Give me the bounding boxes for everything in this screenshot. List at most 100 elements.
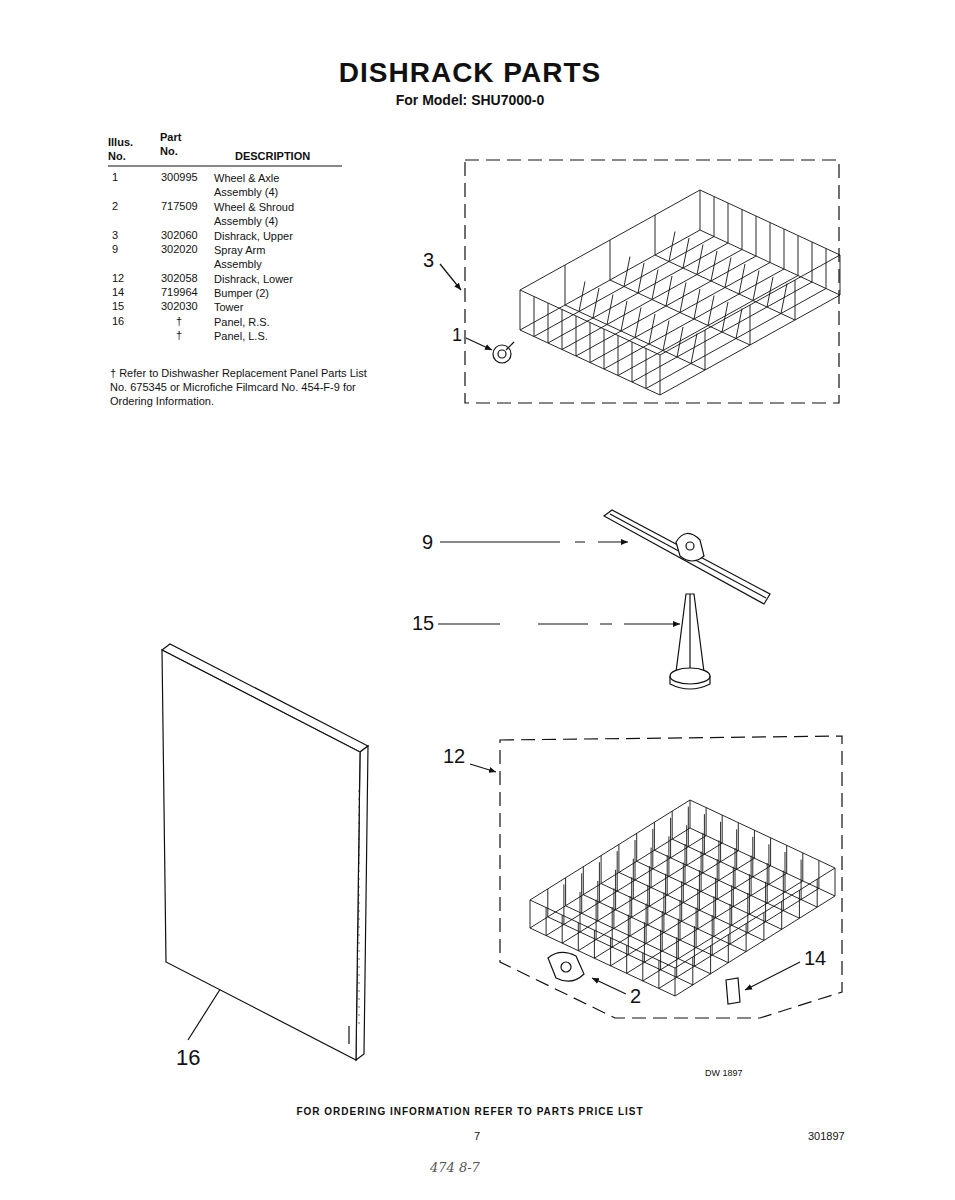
rack-tine	[711, 251, 717, 281]
rack-wire	[654, 822, 655, 850]
rack-tine	[635, 308, 641, 338]
model-subtitle: For Model: SHU7000-0	[270, 92, 670, 110]
table-rule	[108, 165, 342, 166]
callout-number: 1	[452, 324, 462, 347]
rack-tine	[597, 881, 598, 921]
part-description: Tower	[214, 300, 306, 314]
rack-tine	[668, 836, 669, 876]
rack-wire	[565, 878, 566, 906]
wheel-hub	[498, 350, 506, 358]
rack-post	[835, 868, 836, 896]
rack-tine	[670, 818, 671, 858]
rack-wire	[658, 960, 659, 988]
rack-wire	[770, 838, 771, 866]
leader-line	[470, 764, 496, 772]
part-description: Bumper (2)	[214, 286, 306, 300]
rack-wire	[812, 242, 813, 282]
leader-line	[440, 541, 628, 542]
rack-tine	[649, 866, 650, 906]
rack-wire	[655, 255, 795, 320]
rack-wire	[692, 957, 693, 985]
rack-tine	[612, 907, 613, 947]
rack-wire	[562, 250, 742, 350]
leader-line	[592, 978, 626, 994]
part-number: 302020	[161, 243, 198, 257]
rack-wire	[728, 935, 729, 963]
rack-tine	[749, 874, 750, 914]
rack-wire	[576, 256, 756, 356]
rack-tine	[621, 301, 627, 331]
rack-wire	[578, 923, 579, 951]
rack-tine	[663, 321, 669, 351]
rack-wire	[534, 237, 714, 337]
rack-wire	[654, 850, 799, 918]
rack-wire	[547, 889, 548, 917]
rack-tine	[722, 302, 728, 332]
rack-wire	[738, 823, 739, 851]
rack-post	[520, 290, 521, 330]
part-description: Dishrack, Lower	[214, 272, 306, 286]
rack-tine	[785, 852, 786, 892]
rack-wire	[610, 938, 611, 966]
rack-wire	[756, 216, 757, 256]
rack-wire	[632, 282, 812, 382]
rack-wire	[722, 815, 723, 843]
rack-wire	[705, 330, 706, 370]
rack-wire	[728, 203, 729, 243]
rack-wire	[655, 215, 656, 255]
rack-tine	[580, 892, 581, 932]
rack-wire	[659, 888, 819, 988]
rack-wire	[618, 276, 798, 376]
rack-rim	[660, 295, 840, 395]
rack-wire	[604, 269, 784, 369]
leader-line	[466, 338, 492, 350]
rack-tine	[691, 334, 697, 364]
illus-number: 3	[112, 229, 118, 243]
rack-wire	[601, 856, 602, 884]
illus-number: 2	[112, 200, 118, 214]
rack-tine	[680, 283, 686, 313]
rack-wire	[548, 917, 693, 985]
part-number: 719964	[161, 286, 198, 300]
rack-wire	[672, 839, 817, 907]
rack-tine	[617, 851, 618, 891]
rack-tine	[680, 900, 681, 940]
rack-wire	[626, 945, 627, 973]
callout-number: 12	[443, 744, 465, 769]
rack-tine	[725, 258, 731, 288]
part-description: Panel, R.S.	[214, 315, 306, 329]
rack-post	[660, 355, 661, 395]
rack-post	[675, 968, 676, 996]
leader-line	[440, 264, 461, 290]
spray-arm	[604, 510, 770, 604]
rack-wire	[636, 833, 637, 861]
rack-tine	[676, 937, 677, 977]
part-number: 302060	[161, 229, 198, 243]
rack-tine	[747, 893, 748, 933]
rack-tine	[646, 904, 647, 944]
rack-tine	[662, 911, 663, 951]
rack-tine	[768, 844, 769, 884]
part-description: Dishrack, Upper	[214, 229, 306, 243]
rack-rim	[530, 900, 675, 968]
part-number: 302058	[161, 272, 198, 286]
rack-tine	[663, 892, 664, 932]
rack-tine	[730, 904, 731, 944]
rack-tine	[652, 270, 658, 300]
callout-number: 2	[630, 984, 641, 1009]
rack-wire	[583, 895, 728, 963]
rack-tine	[596, 900, 597, 940]
rack-wire	[546, 908, 547, 936]
rack-tine	[752, 837, 753, 877]
leader-line	[745, 962, 800, 990]
rack-wire	[610, 240, 611, 280]
rack-tine	[736, 829, 737, 869]
rack-wire	[562, 310, 563, 350]
rack-tine	[702, 833, 703, 873]
rack-tine	[736, 309, 742, 339]
rack-tine	[628, 915, 629, 955]
rack-wire	[714, 197, 715, 237]
rack-wire	[565, 265, 566, 305]
rack-wire	[672, 811, 673, 839]
part-number: 717509	[161, 200, 198, 214]
